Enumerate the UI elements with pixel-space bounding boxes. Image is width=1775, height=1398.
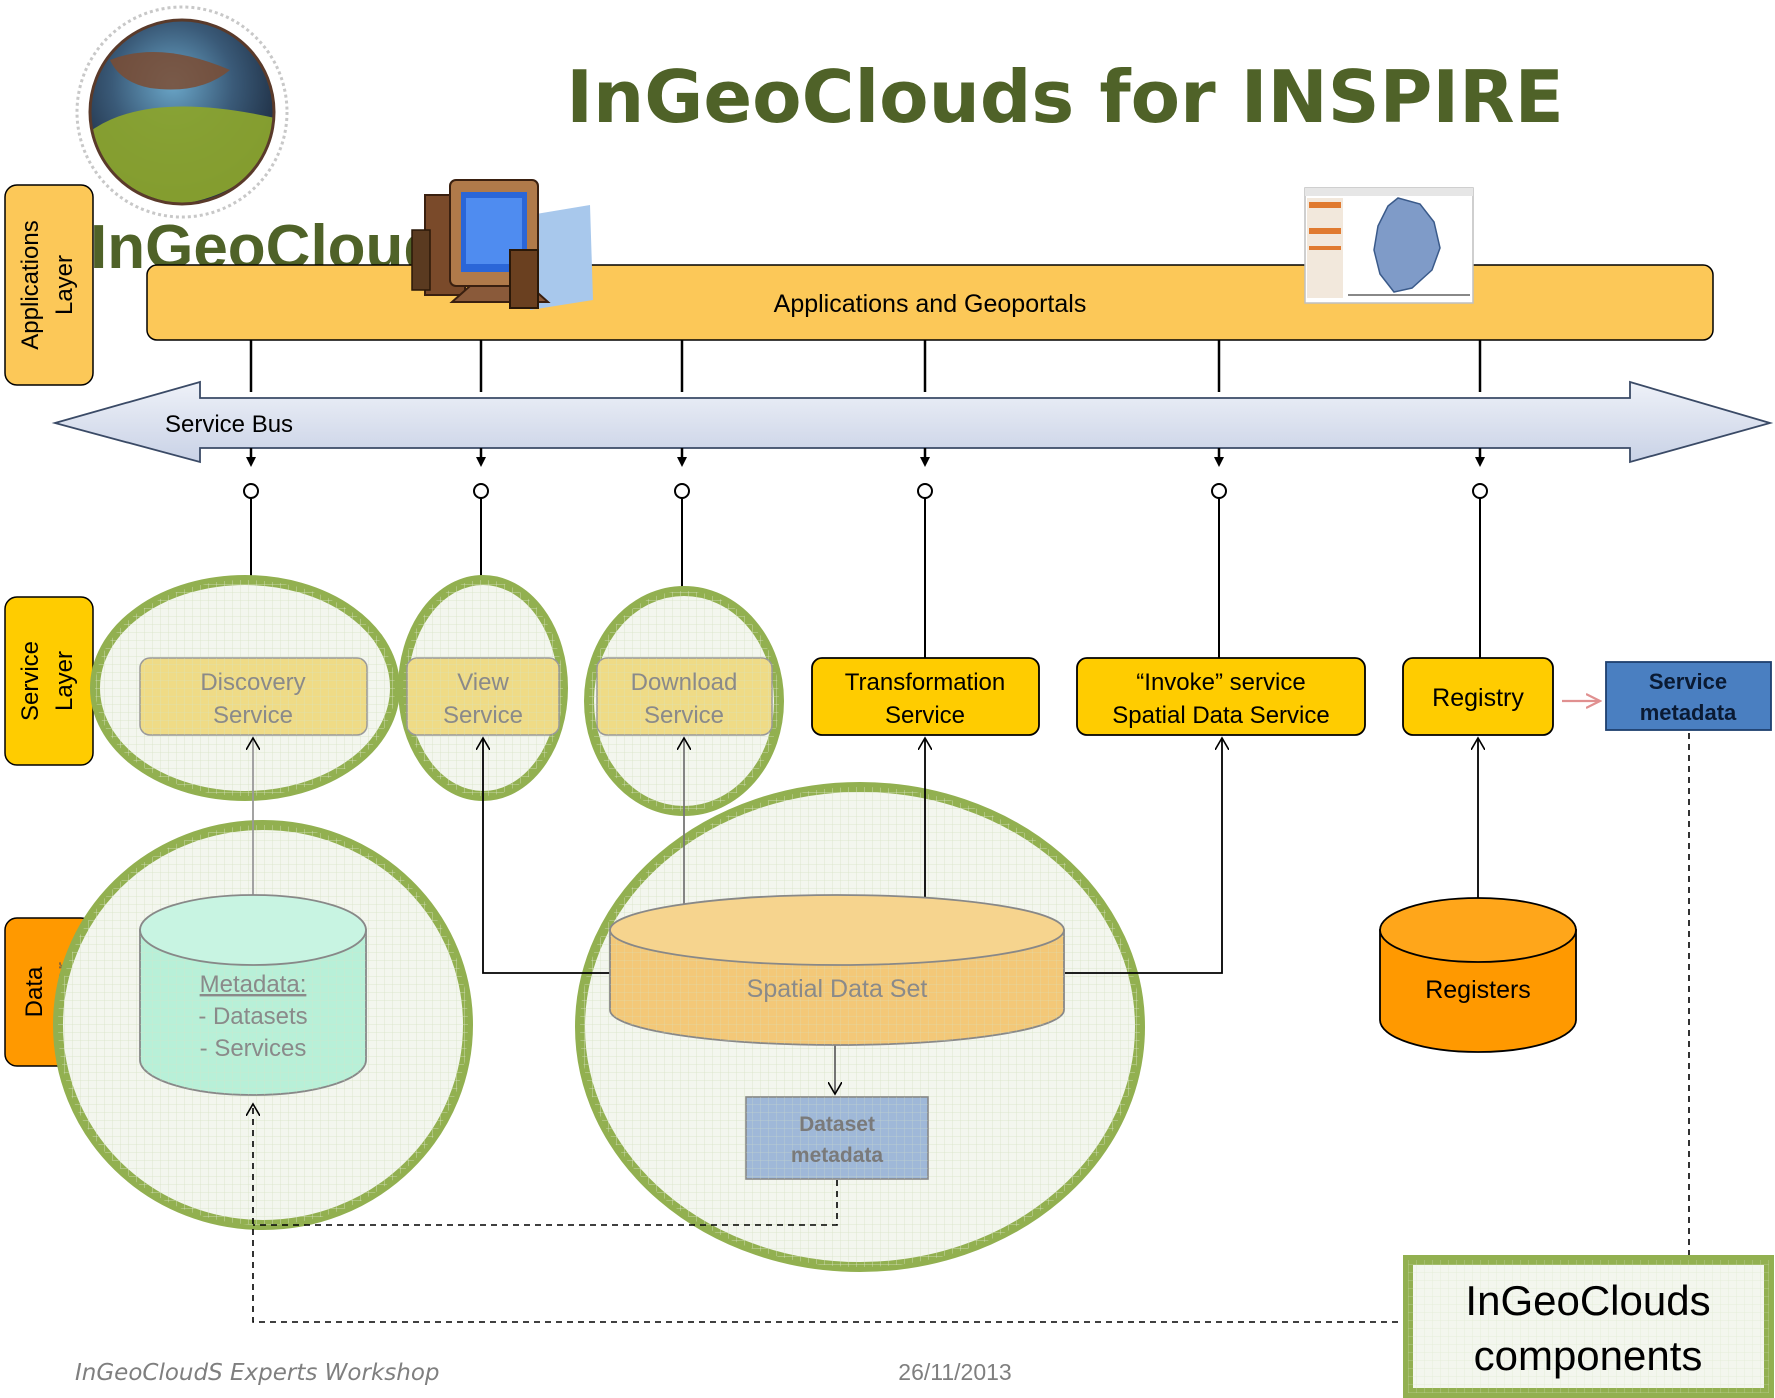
legend-ingeoclouds-components: InGeoClouds components [1403, 1255, 1774, 1398]
ingeoclouds-logo: InGeoClouds [75, 5, 476, 282]
legend-line1: InGeoClouds [1465, 1277, 1710, 1324]
dataset-metadata-line1: Dataset [799, 1113, 875, 1136]
invoke-service-line2: Spatial Data Service [1112, 702, 1329, 729]
spatial-data-set-store: Spatial Data Set [609, 894, 1065, 1046]
service-metadata-line1: Service [1649, 669, 1727, 694]
discovery-service-line1: Discovery [200, 669, 305, 696]
view-service-line2: Service [443, 702, 523, 729]
metadata-store: Metadata: - Datasets - Services [139, 894, 367, 1096]
view-service-box: View Service [406, 657, 560, 736]
dataset-metadata-line2: metadata [791, 1144, 884, 1167]
registry-box: Registry [1402, 657, 1554, 736]
service-layer-line1: Service [17, 641, 44, 721]
metadata-store-item-datasets: - Datasets [198, 1003, 307, 1030]
dataset-metadata-box: Dataset metadata [745, 1096, 929, 1180]
download-service-line1: Download [631, 669, 738, 696]
metadata-store-title: Metadata: [200, 971, 307, 998]
registers-label: Registers [1425, 976, 1531, 1004]
service-metadata-line2: metadata [1640, 700, 1737, 725]
service-layer-line2: Layer [51, 651, 78, 711]
discovery-service-line2: Service [213, 702, 293, 729]
transformation-service-line2: Service [885, 702, 965, 729]
view-service-line1: View [457, 669, 509, 696]
registers-store: Registers [1379, 897, 1577, 1053]
applications-layer-line1: Applications [17, 220, 44, 349]
footer-event: InGeoCloudS Experts Workshop [75, 1360, 440, 1386]
service-layer-label: Service Layer [4, 596, 94, 766]
applications-bar-label: Applications and Geoportals [774, 290, 1087, 318]
page-title: InGeoClouds for INSPIRE [566, 55, 1564, 139]
app-bus-connectors [249, 340, 1482, 392]
desktop-computer-icon [411, 179, 593, 310]
transformation-service-box: Transformation Service [811, 657, 1040, 736]
service-metadata-box: Service metadata [1605, 661, 1772, 731]
invoke-service-line1: “Invoke” service [1136, 669, 1305, 696]
download-service-line2: Service [644, 702, 724, 729]
discovery-service-box: Discovery Service [139, 657, 368, 736]
data-layer-line1: Data [21, 966, 48, 1017]
geoportal-map-icon [1304, 187, 1474, 304]
applications-layer-label: Applications Layer [4, 184, 94, 386]
registry-label: Registry [1432, 684, 1524, 712]
footer-date: 26/11/2013 [898, 1359, 1011, 1385]
service-bus-label: Service Bus [165, 411, 293, 438]
transformation-service-line1: Transformation [845, 669, 1006, 696]
data-connectors [253, 701, 1690, 1323]
invoke-service-box: “Invoke” service Spatial Data Service [1076, 657, 1366, 736]
download-service-box: Download Service [596, 657, 773, 736]
service-bus [51, 380, 1774, 464]
spatial-data-set-label: Spatial Data Set [747, 975, 928, 1003]
applications-layer-line2: Layer [51, 255, 78, 315]
metadata-store-item-services: - Services [200, 1035, 307, 1062]
legend-line2: components [1474, 1332, 1703, 1379]
